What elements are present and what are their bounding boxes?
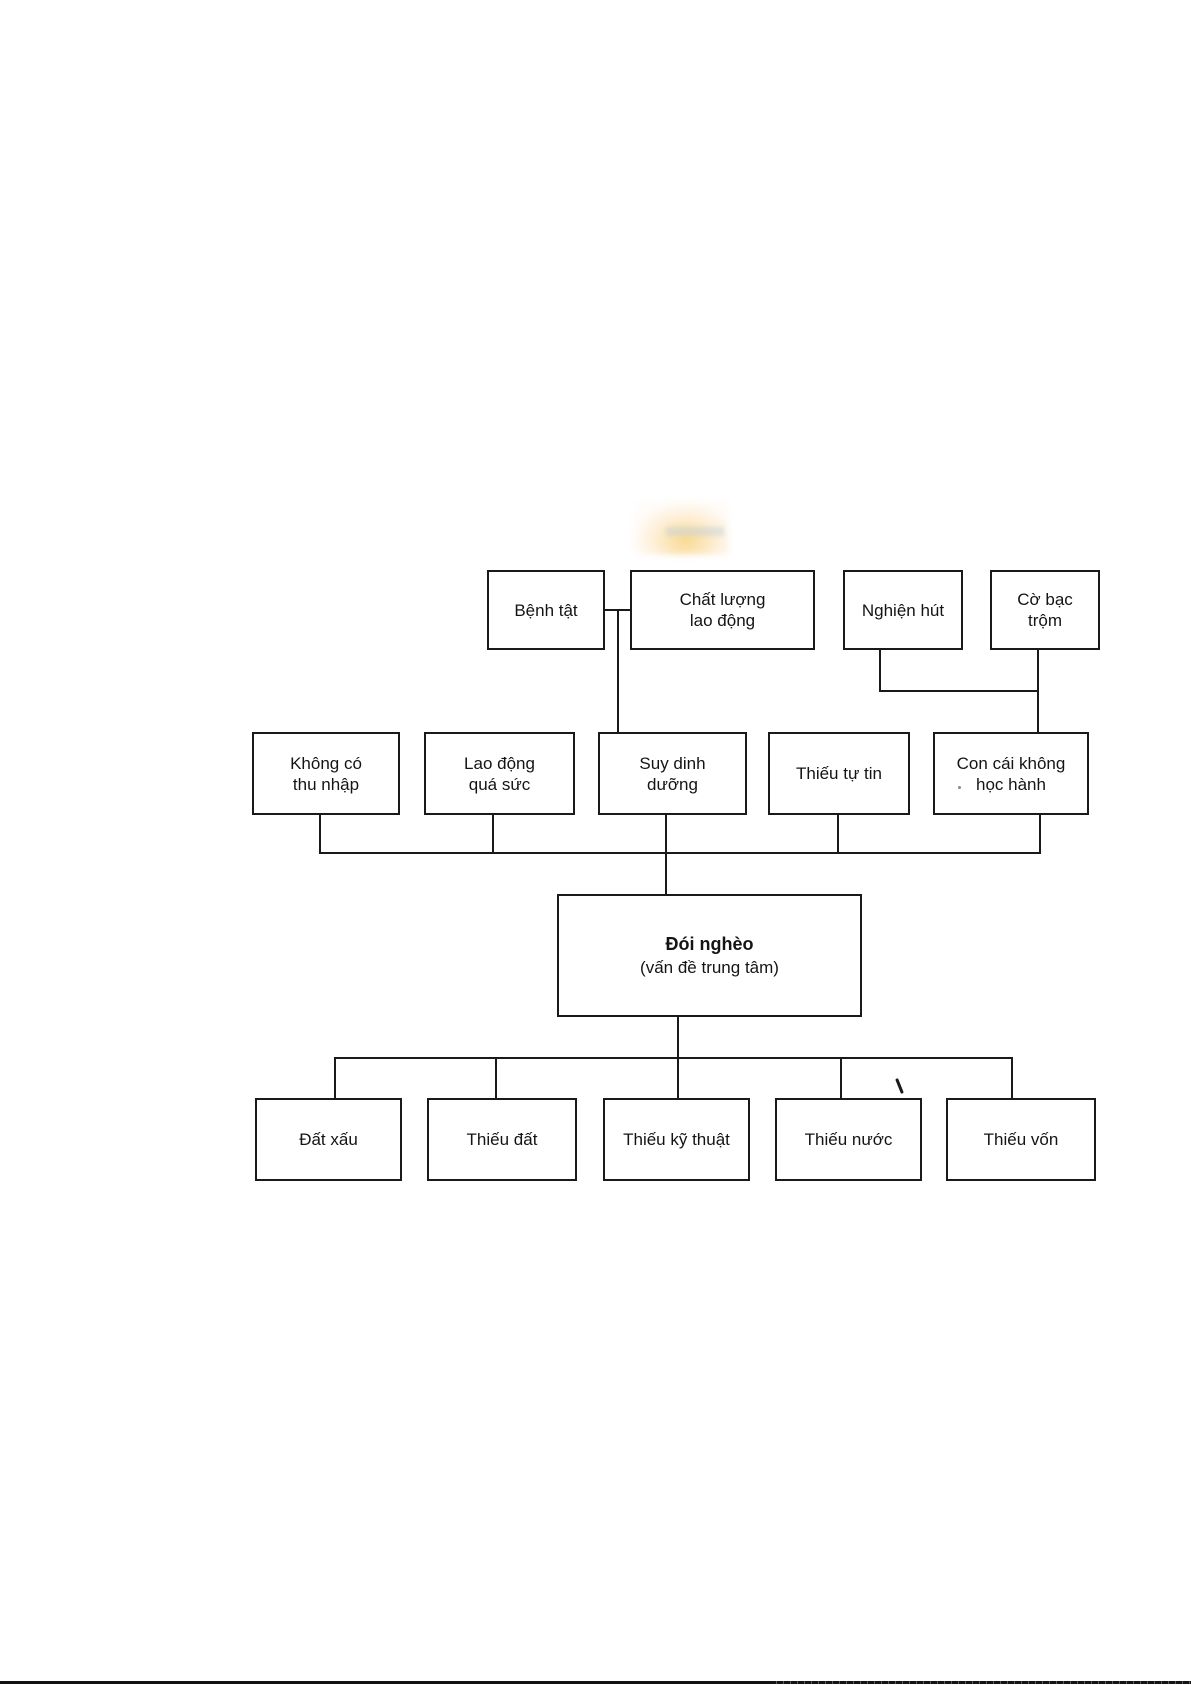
- connector-bot4-down: [840, 1057, 842, 1100]
- node-label-line: Nghiện hút: [861, 600, 945, 620]
- node-thieu-tu-tin: Thiếu tự tin: [768, 732, 910, 815]
- node-label-line: Suy dinh: [639, 753, 706, 773]
- node-doi-ngheo-central: Đói nghèo (vấn đề trung tâm): [557, 894, 862, 1017]
- connector-nghienhut-cobac: [879, 690, 1039, 692]
- connector-upper-bus: [319, 852, 1041, 854]
- scan-tick-artifact: [895, 1078, 904, 1094]
- node-label-line: Lao động: [464, 753, 535, 773]
- page-bottom-rule: [0, 1681, 770, 1684]
- node-label-line: Thiếu tự tin: [795, 764, 883, 783]
- connector-mid2-down: [492, 815, 494, 854]
- node-label-line: Thiếu đất: [466, 1130, 538, 1149]
- connector-cobac-to-concai: [1037, 650, 1039, 734]
- node-nghien-hut: Nghiện hút: [843, 570, 963, 650]
- connector-mid3-down: [665, 815, 667, 896]
- node-thieu-nuoc: Thiếu nước: [775, 1098, 922, 1181]
- connector-mid4-down: [837, 815, 839, 854]
- node-label-line: Chất lượng: [679, 590, 766, 609]
- node-label-line: Đất xấu: [299, 1130, 358, 1149]
- connector-mid5-down: [1039, 815, 1041, 854]
- node-chat-luong-lao-dong: Chất lượng lao động: [630, 570, 815, 650]
- node-label-line: Cờ bạc: [1017, 590, 1073, 609]
- node-label-line: Thiếu kỹ thuật: [623, 1130, 730, 1149]
- node-con-cai-khong-hoc-hanh: Con cái không học hành: [933, 732, 1089, 815]
- central-problem-subtitle: (vấn đề trung tâm): [640, 957, 779, 977]
- highlight-smudge-streak: [666, 527, 724, 536]
- node-khong-co-thu-nhap: Không có thu nhập: [252, 732, 400, 815]
- connector-lower-bus: [334, 1057, 1013, 1059]
- node-co-bac-trom: Cờ bạc trộm: [990, 570, 1100, 650]
- node-label-line: quá sức: [468, 774, 531, 794]
- node-thieu-dat: Thiếu đất: [427, 1098, 577, 1181]
- connector-bot2-down: [495, 1057, 497, 1100]
- central-problem-title: Đói nghèo: [665, 933, 754, 954]
- node-label-line: trộm: [1028, 611, 1062, 630]
- node-label-line: học hành: [976, 774, 1046, 794]
- node-suy-dinh-duong: Suy dinh dưỡng: [598, 732, 747, 815]
- node-dat-xau: Đất xấu: [255, 1098, 402, 1181]
- scan-dot-artifact: [958, 786, 961, 789]
- node-label-line: Con cái không: [956, 753, 1066, 773]
- node-thieu-von: Thiếu vốn: [946, 1098, 1096, 1181]
- node-label-line: lao động: [689, 611, 756, 630]
- node-thieu-ky-thuat: Thiếu kỹ thuật: [603, 1098, 750, 1181]
- node-label-line: Không có: [290, 753, 362, 773]
- connector-nghienhut-down: [879, 650, 881, 692]
- connector-bot5-down: [1011, 1057, 1013, 1100]
- node-label-line: Bệnh tật: [514, 600, 578, 620]
- node-lao-dong-qua-suc: Lao động quá sức: [424, 732, 575, 815]
- node-label-line: Thiếu vốn: [983, 1130, 1059, 1149]
- node-label-line: Thiếu nước: [804, 1130, 893, 1149]
- node-benh-tat: Bệnh tật: [487, 570, 605, 650]
- connector-bot1-down: [334, 1057, 336, 1100]
- connector-junction-to-suydinh: [617, 609, 619, 734]
- connector-mid1-down: [319, 815, 321, 854]
- highlight-smudge: [633, 501, 729, 555]
- node-label-line: dưỡng: [647, 774, 698, 794]
- node-label-line: thu nhập: [292, 774, 360, 794]
- page-bottom-rule-dashed: [770, 1681, 1191, 1684]
